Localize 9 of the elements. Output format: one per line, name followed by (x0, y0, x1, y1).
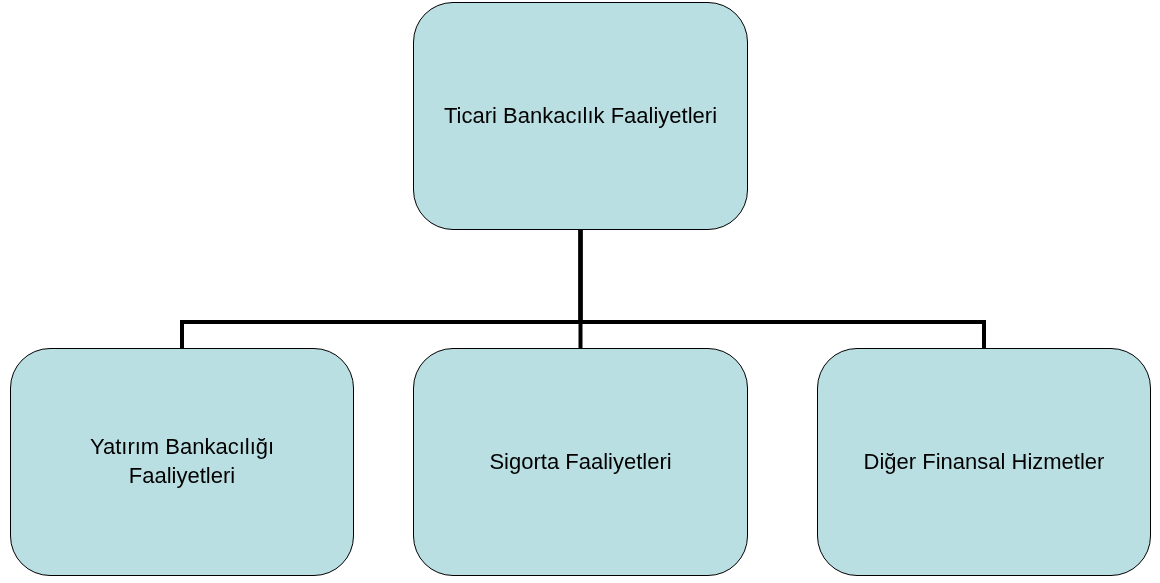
process-box (413, 2, 748, 230)
box-label: Diğer Finansal Hizmetler (863, 447, 1105, 476)
connector-line (578, 230, 986, 348)
box-label: Ticari Bankacılık Faaliyetleri (443, 101, 717, 130)
process-box (817, 348, 1151, 576)
box-label: Yatırım Bankacılığı Faaliyetleri (88, 433, 276, 490)
process-box (10, 348, 354, 576)
box-label: Sigorta Faaliyetleri (489, 447, 672, 476)
process-box (413, 348, 748, 576)
